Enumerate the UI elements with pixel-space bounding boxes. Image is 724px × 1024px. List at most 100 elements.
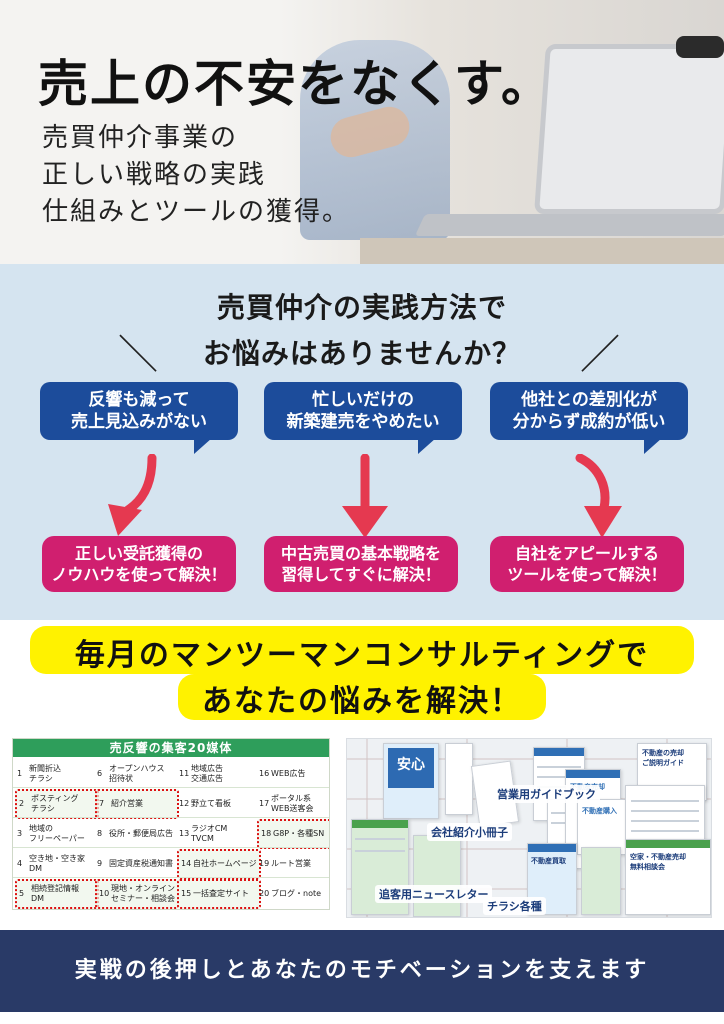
sales-tools-collage: 安心 不動産売却 不動産購入 不動産の売却 ご説明ガイド 不動産買取 (346, 738, 712, 918)
issue-bubble-2: 忙しいだけの 新築建売をやめたい (264, 382, 462, 454)
curved-arrow-down-icon (108, 454, 157, 536)
media-item-number: 2 (19, 799, 25, 808)
row-divider (13, 787, 329, 788)
media-item-number: 3 (17, 829, 23, 838)
media-item-number: 10 (99, 889, 110, 898)
hero-section: 売上の不安をなくす。 売買仲介事業の 正しい戦略の実践 仕組みとツールの獲得。 (0, 0, 724, 264)
slash-left: ＼ (118, 332, 158, 378)
solution-text: ツールを使って解決！ (507, 565, 667, 584)
issue-text: 新築建売をやめたい (286, 412, 440, 432)
doc-title: 不動産購入 (582, 807, 617, 815)
media-item-number: 1 (17, 769, 23, 778)
doc-text-line (630, 830, 700, 832)
highlight-marker (178, 674, 546, 720)
media-item-label: 相続登記情報 DM (31, 884, 79, 903)
guidebook-cover: 安心 (383, 743, 439, 819)
doc-header (626, 840, 710, 848)
media-item-label: ラジオCM TVCM (191, 824, 228, 843)
solution-text: ノウハウを使って解決！ (51, 565, 227, 584)
doc-text-line (630, 800, 700, 802)
desk (360, 238, 724, 264)
media-item-label: 固定資産税通知書 (109, 859, 173, 868)
row-divider (13, 847, 329, 848)
media-item-number: 19 (259, 859, 270, 868)
solution-text: 中古売買の基本戦略を (280, 544, 441, 563)
media-item-label: 地域広告 交通広告 (191, 764, 223, 783)
media-item-number: 4 (17, 859, 23, 868)
media-item-number: 13 (179, 829, 190, 838)
doc-header (352, 820, 408, 828)
media-item: 4 空き地・空き家 DM (15, 849, 99, 879)
question-heading-line2: お悩みはありませんか？ (202, 337, 522, 370)
media-item-label: オープンハウス 招待状 (109, 764, 165, 783)
hero-title: 売上の不安をなくす。 (38, 54, 553, 113)
media-item-number: 20 (259, 889, 270, 898)
flyer-purchase: 不動産買取 (527, 843, 577, 915)
media-item-label: 空き地・空き家 DM (29, 854, 85, 873)
media-item-label: 紹介営業 (111, 799, 143, 808)
doc-text-line (355, 838, 405, 840)
newsletter (413, 835, 461, 917)
issue-bubble-3: 他社との差別化が 分からず成約が低い (490, 382, 688, 454)
problems-section: 売買仲介の実践方法で お悩みはありませんか？ ＼ ／ 反響も減って 売上見込みが… (0, 264, 724, 620)
curved-arrow-down-icon (575, 454, 622, 538)
media-item-label: 現地・オンライン セミナー・相談会 (111, 884, 175, 903)
media-item-label: ポータル系 WEB送客会 (271, 794, 314, 813)
media-item-label: 野立て看板 (191, 799, 231, 808)
doc-text-line (630, 820, 700, 822)
media-item-number: 15 (181, 889, 192, 898)
flyer (581, 847, 621, 915)
media-item: 2 ポスティング チラシ (15, 789, 99, 819)
media-item-number: 8 (97, 829, 103, 838)
tool-label-flyers: チラシ各種 (483, 897, 546, 915)
highlight-band: 毎月のマンツーマンコンサルティングで あなたの悩みを解決！ (0, 620, 724, 728)
media-item: 1 新聞折込 チラシ (15, 759, 99, 789)
footer-banner: 実戦の後押しとあなたのモチベーションを支えます (0, 930, 724, 1012)
media-item-number: 17 (259, 799, 270, 808)
doc-title: 不動産買取 (531, 857, 566, 865)
issue-text: 忙しいだけの (312, 390, 414, 410)
webcam-icon (676, 36, 724, 58)
hero-line: 正しい戦略の実践 (42, 160, 267, 190)
doc-text-line (537, 776, 581, 778)
doc-header (534, 748, 584, 756)
tool-label-newsletter: 追客用ニュースレター (375, 885, 493, 903)
issue-bubble-1: 反響も減って 売上見込みがない (40, 382, 238, 454)
row-divider (13, 817, 329, 818)
doc-purchase: 不動産購入 (577, 799, 633, 855)
arrow-down-icon (342, 454, 388, 538)
doc-header (528, 844, 576, 852)
media-table-title: 売反響の集客20媒体 (13, 739, 329, 757)
solution-text: 習得してすぐに解決！ (281, 565, 441, 584)
media-item-label: 新聞折込 チラシ (29, 764, 61, 783)
media-item-number: 6 (97, 769, 103, 778)
highlight-marker (30, 626, 694, 674)
media-item-number: 14 (181, 859, 192, 868)
media-item-label: ポスティング チラシ (31, 794, 79, 813)
booklet-page (445, 743, 473, 815)
media-item-number: 11 (179, 769, 190, 778)
media-item-label: WEB広告 (271, 769, 306, 778)
media-item-label: 自社ホームページ (193, 859, 257, 868)
media-item-number: 18 (261, 829, 272, 838)
row-divider (13, 877, 329, 878)
solution-box-3: 自社をアピールする ツールを使って解決！ (490, 536, 684, 592)
doc-title: 空家・不動産売却 無料相談会 (630, 853, 686, 871)
doc-text-line (537, 766, 581, 768)
